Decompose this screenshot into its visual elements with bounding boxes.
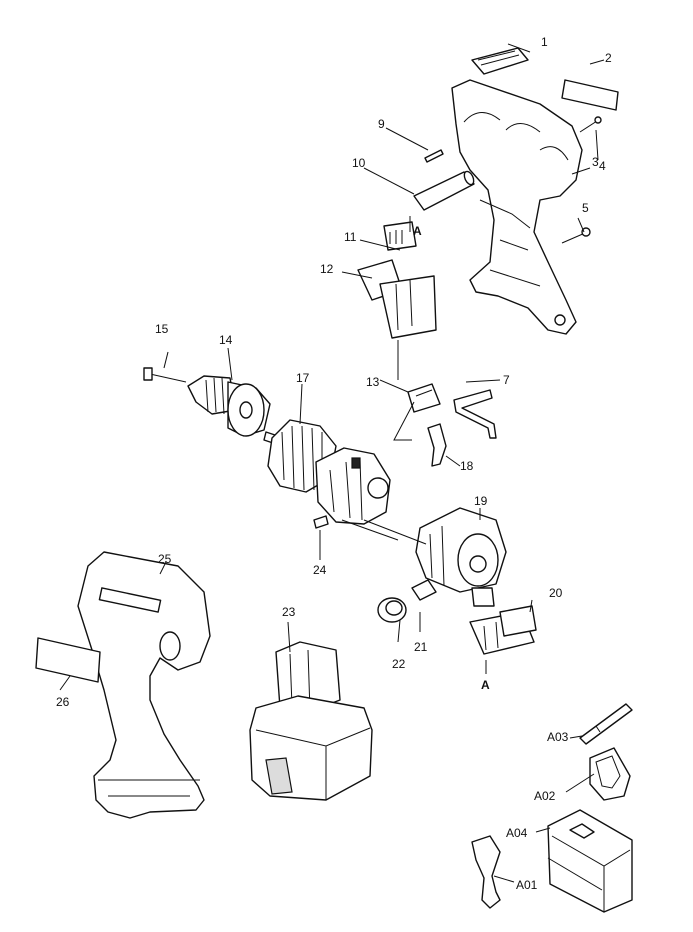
part-25-housing-handle (77, 551, 211, 819)
callout-7: 7 (503, 373, 510, 387)
part-14-keyless-chuck (187, 375, 279, 445)
callout-20: 20 (549, 586, 563, 600)
callout-1: 1 (541, 35, 548, 49)
callout-a02: A02 (534, 789, 556, 803)
callout-22: 22 (392, 657, 406, 671)
part-a04-carrying-case (547, 809, 633, 913)
callout-a04: A04 (506, 826, 528, 840)
callout-24: 24 (313, 563, 327, 577)
part-5-screw (561, 227, 591, 244)
part-7-terminal-strip (453, 389, 497, 439)
callout-23: 23 (282, 605, 296, 619)
connection-mark-bottom: A (481, 678, 490, 692)
part-1-cover-plate (471, 47, 529, 75)
callout-21: 21 (414, 640, 428, 654)
callout-labels: 1 2 3 4 5 7 9 10 11 12 13 14 15 17 18 19… (56, 35, 612, 892)
callout-12: 12 (320, 262, 334, 276)
callout-11: 11 (344, 230, 357, 244)
part-19-motor (415, 507, 507, 607)
callout-13: 13 (366, 375, 380, 389)
part-22-cap (377, 597, 407, 623)
part-3-screw (579, 116, 602, 133)
callout-3: 3 (592, 155, 599, 169)
part-4-housing-half (451, 79, 583, 335)
callout-a01: A01 (516, 878, 538, 892)
part-26-label (35, 637, 101, 683)
callout-26: 26 (56, 695, 70, 709)
callout-17: 17 (296, 371, 310, 385)
callout-18: 18 (460, 459, 474, 473)
part-12-switch-trigger (357, 259, 437, 380)
callout-2: 2 (605, 51, 612, 65)
connection-mark-top: A (413, 224, 422, 238)
callout-4: 4 (599, 159, 606, 173)
part-23-battery (249, 641, 373, 801)
part-13-brush-holder (407, 383, 441, 413)
part-11-switch-contacts (383, 221, 417, 251)
part-2-label (561, 79, 619, 111)
callout-a03: A03 (547, 730, 569, 744)
callout-15: 15 (155, 322, 169, 336)
part-10-rod (413, 170, 475, 211)
part-a01-hook (471, 835, 501, 909)
part-20-switch-plate (469, 605, 537, 655)
part-15-chuck-screw (143, 367, 187, 383)
callout-10: 10 (352, 156, 366, 170)
callout-5: 5 (582, 201, 589, 215)
callout-25: 25 (158, 552, 172, 566)
part-a02-bit-holder (589, 747, 631, 801)
part-21-terminal (411, 579, 437, 601)
part-24-screw (313, 515, 329, 529)
part-18-spring-clip (427, 423, 447, 467)
part-9-pin (424, 149, 444, 163)
callout-19: 19 (474, 494, 488, 508)
gear-case (315, 447, 391, 525)
callout-14: 14 (219, 333, 233, 347)
part-a03-driver-bit (579, 703, 633, 745)
callout-9: 9 (378, 117, 385, 131)
leader-lines (59, 43, 605, 883)
